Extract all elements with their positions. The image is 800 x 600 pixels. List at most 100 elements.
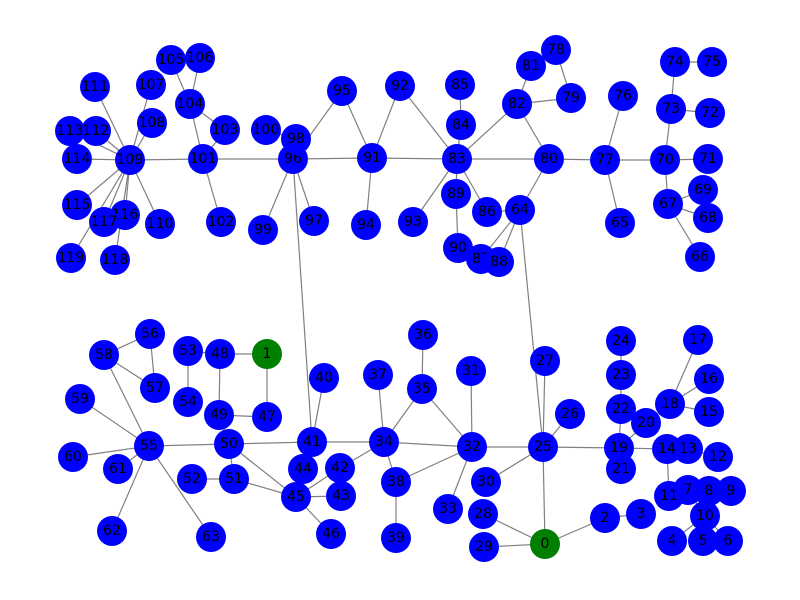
graph-node-108: 108 — [137, 108, 167, 138]
graph-node-0: 0 — [530, 529, 560, 559]
graph-node-56: 56 — [135, 319, 165, 349]
node-circle — [145, 209, 175, 239]
node-label: 25 — [534, 439, 552, 455]
node-label: 6 — [724, 533, 733, 549]
node-circle — [433, 494, 463, 524]
node-circle — [505, 195, 535, 225]
graph-node-66: 66 — [685, 242, 715, 272]
node-label: 38 — [387, 474, 405, 490]
node-circle — [137, 108, 167, 138]
graph-node-25: 25 — [528, 432, 558, 462]
node-label: 55 — [140, 438, 158, 454]
graph-node-110: 110 — [145, 209, 175, 239]
node-circle — [605, 208, 635, 238]
node-label: 107 — [138, 77, 165, 93]
node-circle — [385, 71, 415, 101]
edge-55-62 — [111, 445, 150, 532]
node-circle — [56, 243, 86, 273]
graph-node-81: 81 — [516, 51, 546, 81]
node-circle — [363, 360, 393, 390]
node-circle — [175, 89, 205, 119]
graph-node-86: 86 — [472, 197, 502, 227]
graph-node-60: 60 — [58, 442, 88, 472]
node-label: 112 — [83, 123, 110, 139]
graph-node-53: 53 — [173, 336, 203, 366]
node-circle — [288, 454, 318, 484]
graph-node-65: 65 — [605, 208, 635, 238]
graph-node-30: 30 — [471, 467, 501, 497]
node-label: 108 — [139, 115, 166, 131]
node-circle — [140, 373, 170, 403]
node-circle — [205, 339, 235, 369]
node-circle — [252, 402, 282, 432]
node-label: 105 — [158, 52, 185, 68]
graph-node-68: 68 — [693, 203, 723, 233]
graph-node-112: 112 — [81, 116, 111, 146]
graph-node-45: 45 — [281, 482, 311, 512]
node-circle — [136, 70, 166, 100]
node-circle — [456, 356, 486, 386]
node-circle — [694, 397, 724, 427]
node-label: 97 — [305, 213, 323, 229]
node-label: 32 — [463, 439, 481, 455]
node-circle — [65, 384, 95, 414]
node-label: 95 — [333, 83, 351, 99]
node-circle — [369, 427, 399, 457]
node-circle — [683, 325, 713, 355]
node-label: 98 — [287, 131, 305, 147]
graph-node-8: 8 — [694, 476, 724, 506]
node-circle — [115, 145, 145, 175]
node-circle — [210, 115, 240, 145]
node-circle — [657, 526, 687, 556]
node-label: 16 — [700, 371, 718, 387]
graph-node-88: 88 — [484, 247, 514, 277]
node-circle — [469, 532, 499, 562]
graph-node-9: 9 — [716, 476, 746, 506]
node-label: 72 — [701, 105, 719, 121]
node-circle — [694, 364, 724, 394]
graph-node-44: 44 — [288, 454, 318, 484]
node-label: 39 — [387, 530, 405, 546]
graph-node-62: 62 — [97, 516, 127, 546]
node-label: 85 — [451, 77, 469, 93]
node-label: 94 — [357, 217, 375, 233]
node-circle — [297, 427, 327, 457]
node-circle — [97, 516, 127, 546]
node-label: 46 — [322, 526, 340, 542]
node-label: 26 — [561, 406, 579, 422]
node-circle — [156, 45, 186, 75]
node-circle — [443, 233, 473, 263]
graph-node-3: 3 — [626, 499, 656, 529]
graph-node-89: 89 — [441, 179, 471, 209]
graph-node-17: 17 — [683, 325, 713, 355]
graph-node-67: 67 — [653, 189, 683, 219]
graph-node-35: 35 — [407, 374, 437, 404]
graph-node-77: 77 — [590, 145, 620, 175]
node-circle — [441, 179, 471, 209]
node-circle — [608, 81, 638, 111]
node-label: 78 — [547, 42, 565, 58]
graph-node-23: 23 — [606, 360, 636, 390]
graph-node-97: 97 — [299, 206, 329, 236]
node-label: 100 — [253, 122, 280, 138]
node-label: 7 — [684, 482, 693, 498]
node-circle — [351, 210, 381, 240]
node-circle — [471, 467, 501, 497]
node-label: 53 — [179, 343, 197, 359]
node-label: 41 — [303, 434, 321, 450]
node-label: 102 — [208, 214, 235, 230]
graph-node-36: 36 — [408, 320, 438, 350]
node-label: 62 — [103, 523, 121, 539]
node-label: 0 — [541, 536, 550, 552]
graph-node-80: 80 — [534, 144, 564, 174]
node-label: 79 — [562, 90, 580, 106]
node-label: 111 — [82, 79, 109, 95]
node-circle — [693, 144, 723, 174]
node-label: 86 — [478, 204, 496, 220]
graph-node-55: 55 — [134, 431, 164, 461]
node-circle — [556, 83, 586, 113]
node-circle — [398, 207, 428, 237]
node-circle — [530, 346, 560, 376]
node-label: 99 — [254, 222, 272, 238]
